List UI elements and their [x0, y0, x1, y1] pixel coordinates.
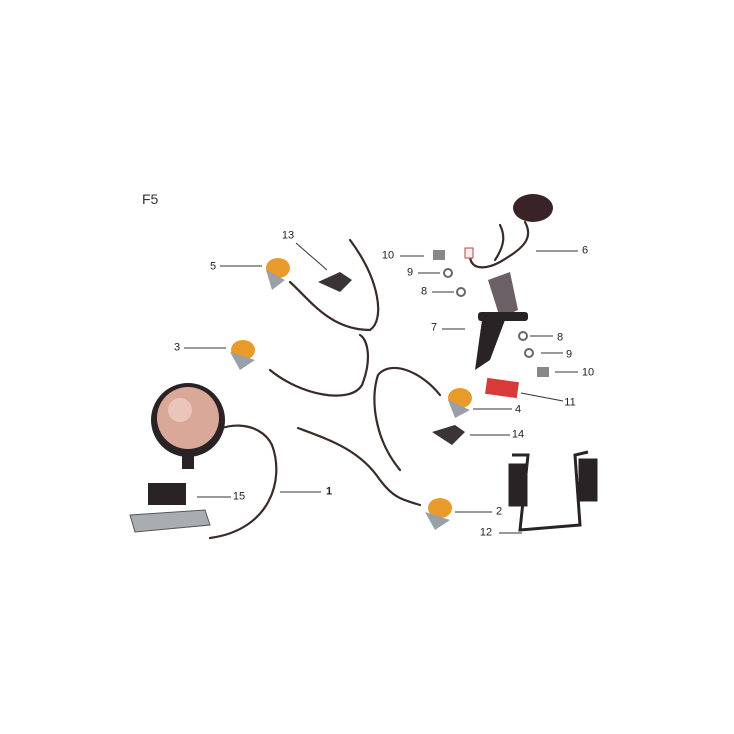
wire-2	[296, 426, 422, 507]
license-bracket-7	[475, 272, 528, 370]
tail-light-6	[464, 194, 553, 259]
callout-3: 3	[173, 341, 181, 354]
callout-1: 1	[325, 485, 333, 498]
callout-12: 12	[479, 526, 493, 539]
wire-6	[468, 220, 530, 269]
callout-15: 15	[232, 490, 246, 503]
headlight-bracket-15	[129, 483, 211, 533]
frame-bracket-12	[508, 450, 598, 532]
wire-3	[268, 333, 369, 397]
callout-4: 4	[514, 403, 522, 416]
bracket-14	[432, 425, 465, 445]
bracket-13	[318, 272, 352, 292]
callout-10: 10	[381, 249, 395, 262]
callout-6: 6	[581, 244, 589, 257]
callout-8b: 8	[556, 331, 564, 344]
callout-10b: 10	[581, 366, 595, 379]
callout-8: 8	[420, 285, 428, 298]
callout-13: 13	[281, 229, 295, 242]
figure-title: F5	[142, 191, 159, 207]
callout-9b: 9	[565, 348, 573, 361]
wire-4	[373, 366, 442, 472]
callout-5: 5	[209, 260, 217, 273]
reflector-11	[485, 377, 519, 399]
turn-signals	[230, 258, 472, 530]
callout-9: 9	[406, 266, 414, 279]
callout-7: 7	[430, 321, 438, 334]
wire-5	[288, 238, 380, 332]
wire-1	[203, 424, 278, 540]
callout-11: 11	[564, 396, 576, 409]
hardware	[433, 250, 549, 377]
callout-2: 2	[495, 505, 503, 518]
leader-lines	[184, 242, 578, 534]
wires	[203, 220, 530, 540]
callout-14: 14	[511, 428, 525, 441]
headlight-1	[151, 383, 225, 469]
